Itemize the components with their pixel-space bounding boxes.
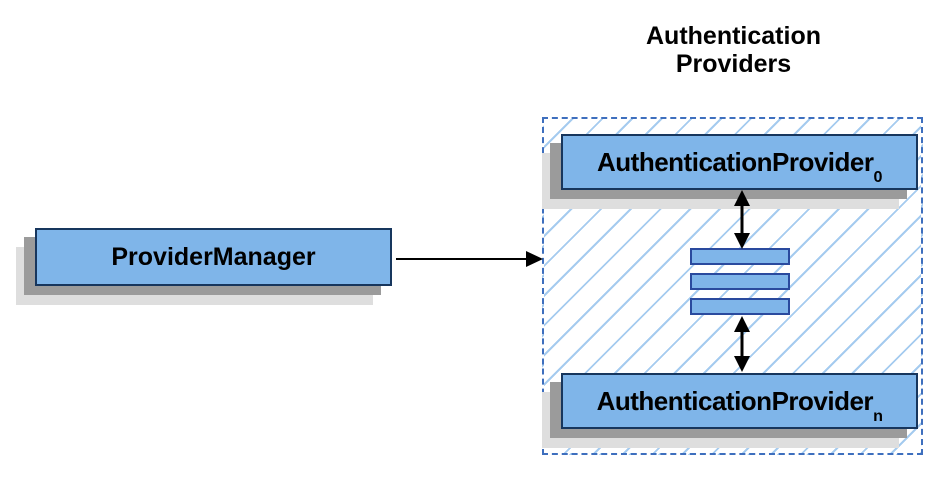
provider-manager-box: ProviderManager (35, 228, 392, 286)
subscript-0: 0 (873, 168, 883, 187)
authentication-provider-0-label: AuthenticationProvider0 (597, 146, 882, 187)
provider-stack-bar (690, 273, 790, 290)
provider-stack-bar (690, 248, 790, 265)
provider-manager-label: ProviderManager (111, 242, 316, 271)
subscript-n: n (873, 407, 883, 426)
provider-stack-bar (690, 298, 790, 315)
authentication-provider-n-box: AuthenticationProvidern (561, 373, 918, 429)
arrowhead-right (526, 251, 543, 267)
authentication-provider-n-label: AuthenticationProvidern (596, 385, 883, 426)
manager-to-providers-arrow (396, 251, 543, 267)
authentication-providers-title: Authentication Providers (542, 22, 925, 79)
authentication-provider-0-box: AuthenticationProvider0 (561, 134, 918, 190)
title-line-1: Authentication (646, 22, 821, 50)
title-line-2: Providers (675, 50, 792, 79)
